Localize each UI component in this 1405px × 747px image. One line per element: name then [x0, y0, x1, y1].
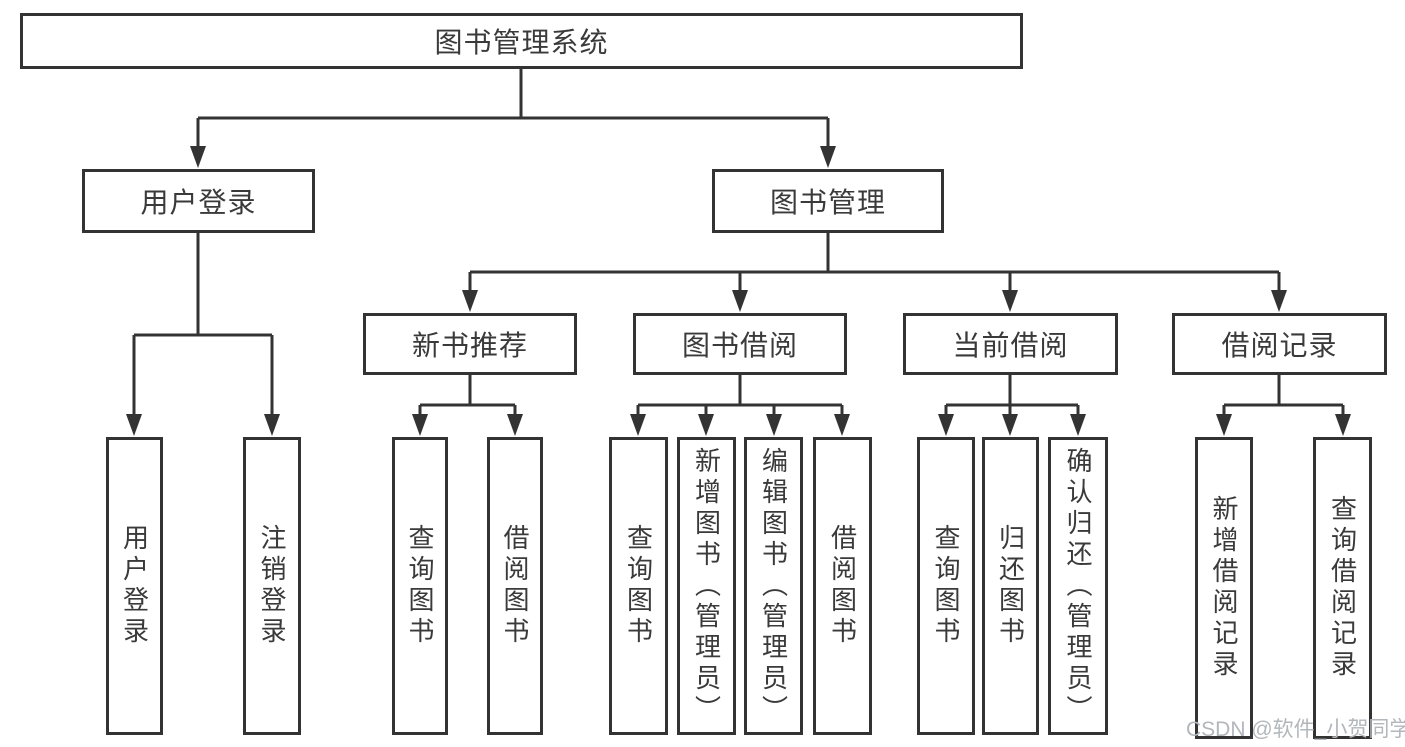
- leaf-borrow-books-recommend: 借阅图书: [487, 437, 543, 735]
- node-book-borrowing: 图书借阅: [633, 313, 847, 375]
- watermark: CSDN @软件_小贺同学: [1186, 718, 1405, 741]
- leaf-query-books-borrow: 查询图书: [609, 437, 668, 735]
- leaf-logout: 注销登录: [243, 437, 301, 735]
- leaf-query-books-recommend: 查询图书: [392, 437, 448, 735]
- node-book-management: 图书管理: [712, 169, 944, 233]
- leaf-query-borrow-record: 查询借阅记录: [1313, 437, 1372, 739]
- leaf-add-borrow-record: 新增借阅记录: [1195, 437, 1253, 739]
- leaf-query-books-current: 查询图书: [917, 437, 975, 735]
- arrowheads: [126, 146, 1351, 436]
- leaf-return-books: 归还图书: [982, 437, 1039, 735]
- node-current-borrowing: 当前借阅: [903, 313, 1118, 375]
- node-user-login: 用户登录: [82, 169, 315, 233]
- leaf-user-login: 用户登录: [106, 437, 163, 735]
- leaf-add-books-admin: 新增图书（管理员）: [677, 437, 736, 735]
- node-root-system: 图书管理系统: [20, 13, 1023, 69]
- leaf-borrow-books: 借阅图书: [813, 437, 872, 735]
- node-new-book-recommend: 新书推荐: [363, 313, 577, 375]
- node-borrowing-records: 借阅记录: [1172, 313, 1387, 375]
- leaf-confirm-return-admin: 确认归还（管理员）: [1048, 437, 1108, 735]
- leaf-edit-books-admin: 编辑图书（管理员）: [744, 437, 803, 735]
